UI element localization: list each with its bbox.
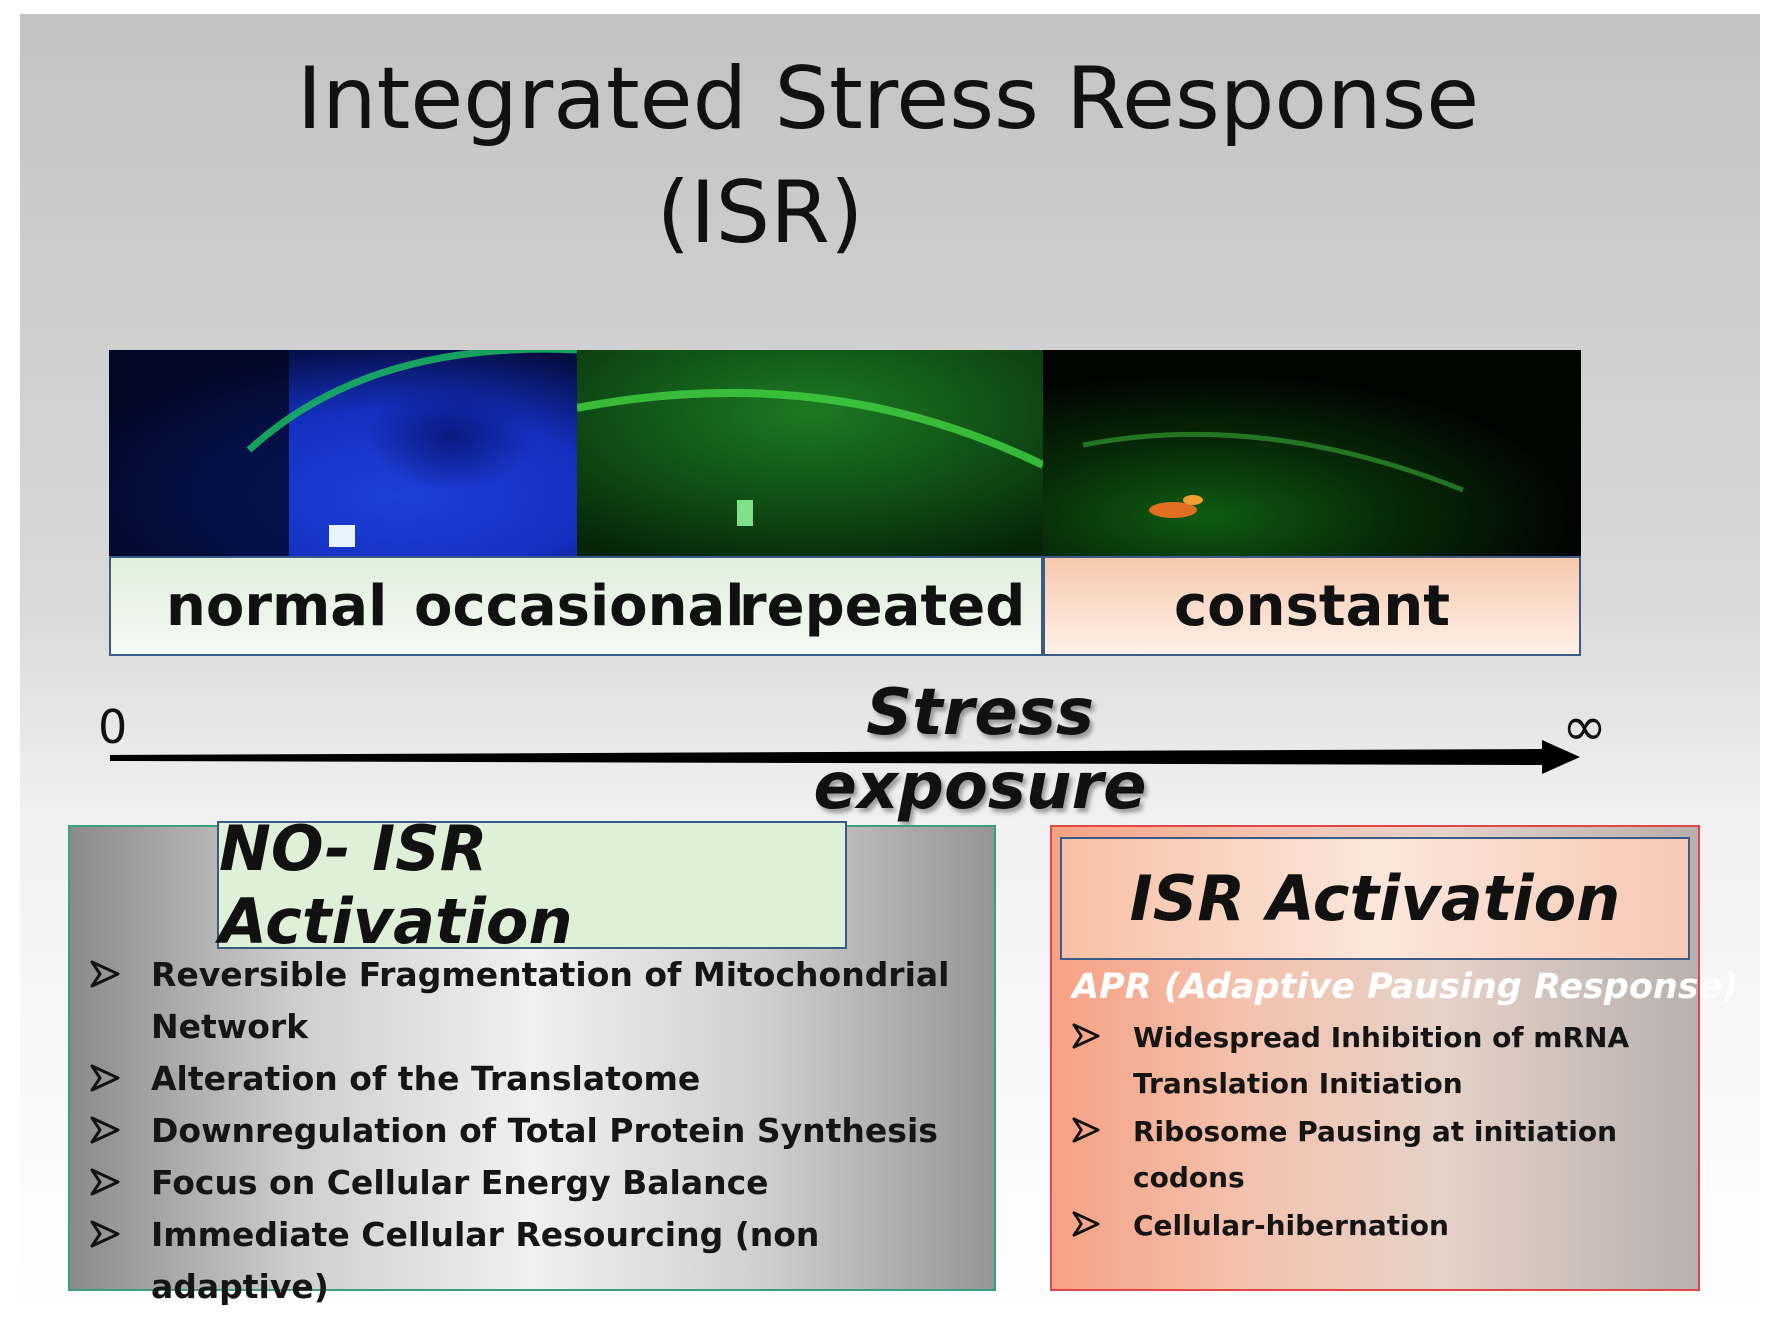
no-isr-panel: NO- ISR Activation Reversible Fragmentat… — [68, 812, 996, 1306]
arrow-bullet-icon — [1072, 1117, 1100, 1143]
photo-normal-blue — [109, 350, 577, 558]
stage-normal: normal — [166, 573, 388, 639]
photo-constant-dark — [1043, 350, 1581, 558]
axis-arrow — [110, 740, 1580, 774]
list-item-text: Alteration of the Translatome — [151, 1059, 701, 1098]
list-item: Widespread Inhibition of mRNA Translatio… — [1070, 1015, 1690, 1107]
axis-end-label: ∞ — [1562, 695, 1607, 758]
stage-constant: constant — [1173, 573, 1451, 639]
arrow-bullet-icon — [1072, 1211, 1100, 1237]
arrow-bullet-icon — [1072, 1023, 1100, 1049]
stage-occasional: occasional — [414, 573, 745, 639]
list-item: Immediate Cellular Resourcing (non adapt… — [88, 1209, 988, 1313]
photo-occasional-green — [577, 350, 1043, 558]
arrow-bullet-icon — [90, 1064, 120, 1092]
list-item: Focus on Cellular Energy Balance — [88, 1157, 988, 1209]
axis-start-label: 0 — [98, 700, 128, 754]
stage-labels-no-isr: normal occasional repeated — [109, 556, 1043, 656]
no-isr-list: Reversible Fragmentation of Mitochondria… — [88, 949, 988, 1313]
list-item-text-cont: Network — [151, 1007, 309, 1046]
stage-repeated: repeated — [739, 573, 1026, 639]
arrow-bullet-icon — [90, 1116, 120, 1144]
title-line-2: (ISR) — [656, 163, 864, 263]
list-item: Reversible Fragmentation of Mitochondria… — [88, 949, 988, 1053]
isr-panel: ISR Activation APR (Adaptive Pausing Res… — [1050, 825, 1738, 1291]
list-item-text-cont: Translation Initiation — [1133, 1067, 1463, 1100]
stage-labels-isr: constant — [1043, 556, 1581, 656]
arrow-bullet-icon — [90, 1220, 120, 1248]
list-item-text: Reversible Fragmentation of Mitochondria… — [151, 955, 950, 994]
list-item-text: Downregulation of Total Protein Synthesi… — [151, 1111, 938, 1150]
list-item: Cellular-hibernation — [1070, 1203, 1690, 1249]
arrow-bullet-icon — [90, 1168, 120, 1196]
list-item-text: Widespread Inhibition of mRNA — [1133, 1021, 1630, 1054]
list-item-text: Ribosome Pausing at initiation — [1133, 1115, 1618, 1148]
isr-list: Widespread Inhibition of mRNA Translatio… — [1070, 1015, 1690, 1251]
list-item: Downregulation of Total Protein Synthesi… — [88, 1105, 988, 1157]
list-item-text-cont: codons — [1133, 1161, 1245, 1194]
list-item-text: Focus on Cellular Energy Balance — [151, 1163, 769, 1202]
list-item: Alteration of the Translatome — [88, 1053, 988, 1105]
isr-heading: ISR Activation — [1060, 837, 1690, 960]
list-item-text: Cellular-hibernation — [1133, 1209, 1449, 1242]
list-item: Ribosome Pausing at initiation codons — [1070, 1109, 1690, 1201]
apr-subheading: APR (Adaptive Pausing Response) — [1072, 967, 1739, 1007]
title-line-1: Integrated Stress Response — [296, 49, 1480, 149]
arrow-bullet-icon — [90, 960, 120, 988]
no-isr-heading: NO- ISR Activation — [217, 812, 847, 958]
list-item-text: Immediate Cellular Resourcing (non adapt… — [151, 1215, 820, 1306]
